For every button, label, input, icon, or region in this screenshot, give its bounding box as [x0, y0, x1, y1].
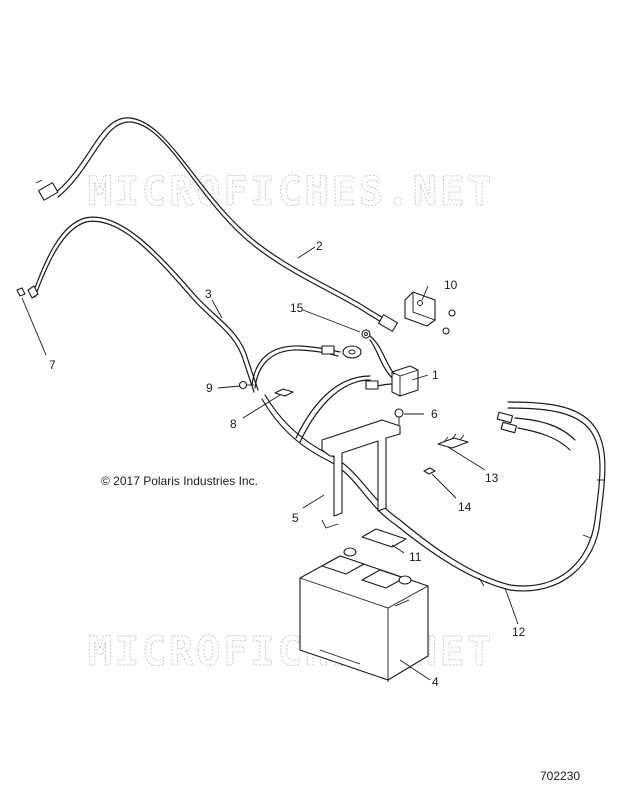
callout-14: 14 — [458, 500, 472, 514]
watermark-bottom: MICROFICHES.NET — [88, 629, 494, 675]
cable-3 — [27, 216, 362, 393]
part-4-battery — [299, 547, 429, 682]
callout-12: 12 — [512, 625, 526, 639]
copyright-notice: © 2017 Polaris Industries Inc. — [101, 474, 258, 488]
part-8-clip — [274, 388, 294, 397]
callout-3: 3 — [205, 287, 212, 301]
callout-11: 11 — [409, 550, 422, 564]
part-9-bolt — [238, 380, 254, 390]
callout-2: 2 — [316, 239, 323, 253]
part-6-bolt — [394, 408, 404, 425]
callout-8: 8 — [230, 417, 237, 431]
part-10-bracket — [404, 291, 456, 335]
cable-2 — [35, 117, 398, 332]
callout-5: 5 — [292, 511, 299, 525]
harness-12 — [261, 375, 606, 592]
callout-1: 1 — [432, 368, 439, 382]
part-13-fuse — [437, 433, 469, 449]
callout-4: 4 — [432, 675, 439, 689]
callout-7: 7 — [49, 358, 56, 372]
callout-10: 10 — [444, 278, 458, 292]
callout-9: 9 — [206, 381, 213, 395]
callouts: 1 2 3 4 5 6 7 8 9 10 11 12 13 14 15 — [49, 239, 526, 689]
callout-15: 15 — [290, 301, 304, 315]
part-5-bracket — [321, 419, 401, 529]
part-15-nut — [361, 329, 371, 339]
part-14-connector — [423, 467, 436, 475]
diagram-number: 702230 — [540, 769, 580, 783]
part-1-solenoid — [365, 335, 419, 397]
part-7-terminal — [16, 287, 26, 297]
part-11-pad — [361, 528, 407, 548]
leader-lines — [21, 246, 519, 681]
callout-6: 6 — [431, 407, 438, 421]
watermark-top: MICROFICHES.NET — [88, 169, 494, 215]
callout-13: 13 — [485, 471, 499, 485]
